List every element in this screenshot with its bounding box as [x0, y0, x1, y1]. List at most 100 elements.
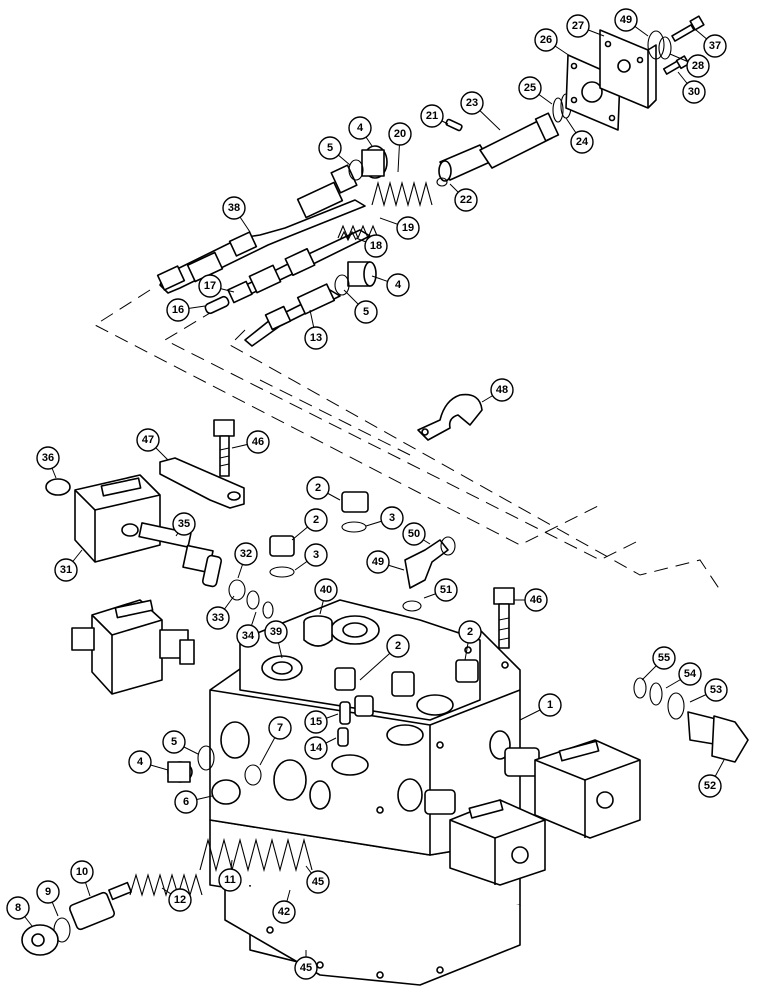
callout-number: 52	[704, 780, 716, 792]
spool-10	[68, 881, 132, 931]
callout-circle	[236, 624, 260, 648]
callout-circle	[162, 730, 186, 754]
callout-number: 7	[277, 722, 283, 734]
spool-13	[244, 283, 341, 347]
callout-circle	[682, 80, 706, 104]
o-ring-7	[244, 764, 262, 786]
callout-number: 49	[620, 14, 632, 26]
callout-labels: 1222233444555678910111213141516171819202…	[6, 8, 728, 980]
callout-circle	[128, 750, 152, 774]
callout-number: 16	[172, 304, 184, 316]
callout-c45b: 45	[294, 956, 318, 980]
callout-c8: 8	[6, 896, 30, 920]
callout-number: 17	[204, 280, 216, 292]
callout-circle	[36, 446, 60, 470]
screw-37	[671, 15, 705, 42]
callout-circle	[458, 620, 482, 644]
callout-circle	[396, 216, 420, 240]
callout-c18: 18	[364, 234, 388, 258]
o-ring-5-top	[348, 159, 364, 181]
callout-circle	[490, 378, 514, 402]
callout-c4b: 4	[386, 273, 410, 297]
callout-number: 32	[240, 548, 252, 560]
callout-circle	[318, 136, 342, 160]
callout-c21: 21	[420, 104, 444, 128]
callout-c3a: 3	[380, 506, 404, 530]
callout-c25: 25	[518, 76, 542, 100]
callout-circle	[70, 860, 94, 884]
callout-number: 45	[312, 876, 324, 888]
clip-48	[417, 393, 483, 441]
callout-c47: 47	[136, 428, 160, 452]
callout-number: 30	[688, 86, 700, 98]
plug-4-low	[167, 761, 193, 783]
callout-circle	[386, 634, 410, 658]
callout-c23: 23	[460, 91, 484, 115]
callout-circle	[524, 588, 548, 612]
callout-c10: 10	[70, 860, 94, 884]
callout-c48: 48	[490, 378, 514, 402]
callout-c39: 39	[264, 620, 288, 644]
callout-circle	[366, 550, 390, 574]
callout-circle	[704, 678, 728, 702]
callout-circle	[460, 91, 484, 115]
callout-number: 13	[310, 332, 322, 344]
callout-number: 3	[313, 549, 319, 561]
callout-circle	[172, 512, 196, 536]
bolt-46-left	[213, 419, 235, 477]
callout-c9: 9	[36, 880, 60, 904]
callout-c37: 37	[703, 34, 727, 58]
callout-number: 18	[370, 240, 382, 252]
callout-c34: 34	[236, 624, 260, 648]
callout-c51: 51	[434, 578, 458, 602]
callout-circle	[380, 506, 404, 530]
callout-c28: 28	[686, 54, 710, 78]
callout-c7: 7	[268, 716, 292, 740]
callout-c24: 24	[570, 130, 594, 154]
callout-c49b: 49	[366, 550, 390, 574]
callout-number: 19	[402, 222, 414, 234]
callout-number: 4	[357, 122, 364, 134]
callout-number: 48	[496, 384, 508, 396]
elbow-49	[402, 536, 456, 612]
callout-c11: 11	[218, 868, 242, 892]
callout-circle	[168, 888, 192, 912]
callout-circle	[304, 508, 328, 532]
callout-number: 51	[440, 584, 452, 596]
callout-c15: 15	[304, 710, 328, 734]
spring-12	[129, 873, 203, 897]
callout-c20: 20	[388, 122, 412, 146]
callout-circle	[234, 542, 258, 566]
callout-c5b: 5	[354, 300, 378, 324]
solenoid-right	[504, 739, 641, 839]
callout-number: 38	[228, 202, 240, 214]
valve-body-1	[209, 599, 521, 986]
callout-circle	[268, 716, 292, 740]
callout-circle	[402, 522, 426, 546]
callout-number: 5	[171, 736, 177, 748]
callout-number: 40	[320, 584, 332, 596]
callout-c46a: 46	[246, 430, 270, 454]
callout-number: 2	[395, 640, 401, 652]
spring-11	[199, 837, 313, 873]
pin-14	[337, 727, 349, 747]
screw-30	[662, 55, 690, 75]
callout-c55: 55	[652, 646, 676, 670]
callout-circle	[703, 34, 727, 58]
callout-circle	[534, 28, 558, 52]
callout-c53: 53	[704, 678, 728, 702]
plug-2-left	[269, 535, 295, 578]
o-ring-5-mid	[334, 274, 350, 296]
callout-circle	[678, 662, 702, 686]
callout-circle	[264, 620, 288, 644]
plugs-2-body	[334, 659, 479, 717]
callout-c42: 42	[272, 900, 296, 924]
callout-number: 25	[524, 82, 536, 94]
callout-circle	[304, 543, 328, 567]
callout-circle	[304, 710, 328, 734]
callout-number: 42	[278, 906, 290, 918]
callout-number: 2	[467, 626, 473, 638]
callout-circle	[652, 646, 676, 670]
callout-c27: 27	[566, 14, 590, 38]
